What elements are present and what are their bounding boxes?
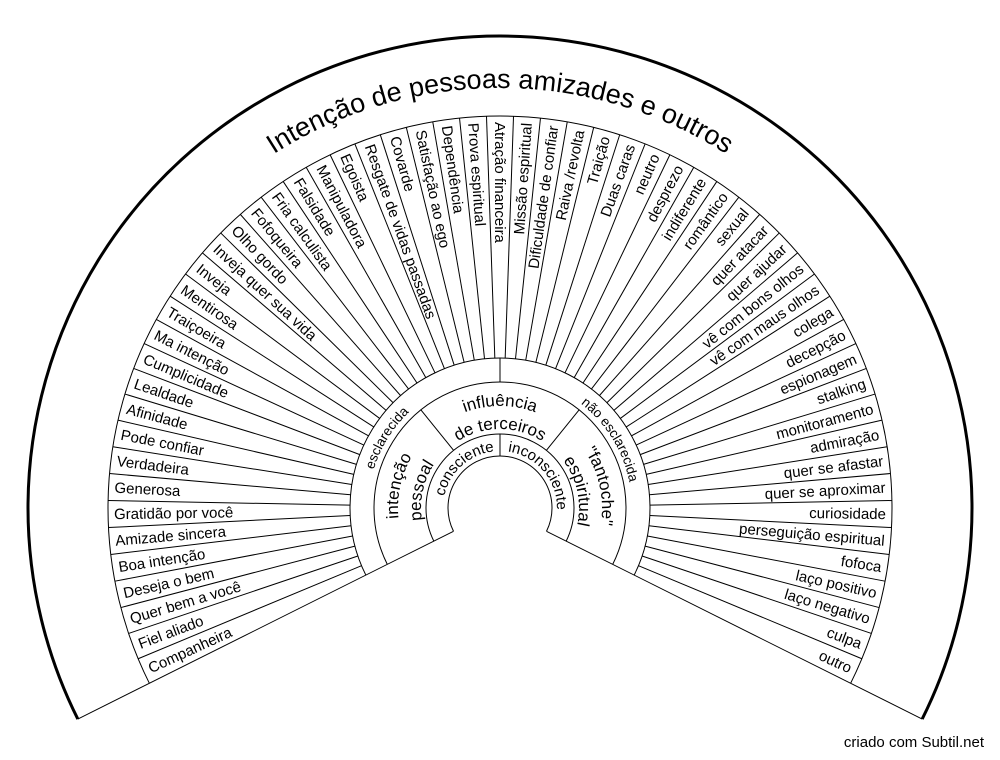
sector-divider [545, 134, 621, 366]
sector-divider [535, 127, 595, 363]
sector-divider [646, 419, 883, 475]
inconsciente-text: inconsciente [507, 439, 570, 510]
sector-divider [582, 181, 718, 384]
sector-divider [405, 127, 465, 363]
sector-divider [260, 196, 410, 390]
sector-label: Gratidão por você [114, 504, 233, 523]
outer-ring-arc [349, 357, 651, 576]
chart-structure [26, 34, 974, 720]
sector-divider [641, 555, 872, 634]
sector-divider [305, 167, 427, 378]
sector-divider [114, 535, 353, 582]
sector-label: Atração financeira [491, 122, 508, 244]
inconsciente-label: inconsciente [507, 439, 570, 510]
sector-divider [648, 446, 888, 486]
watermark: criado com Subtil.net [844, 734, 985, 751]
sector-divider [108, 514, 351, 529]
sector-label: quer se afastar [783, 453, 884, 482]
sector-divider [638, 565, 863, 660]
sector-divider [606, 232, 780, 404]
sector-label: curiosidade [809, 505, 886, 523]
sector-divider [133, 368, 360, 456]
sector-divider [329, 154, 436, 374]
sector-label: culpa [824, 624, 864, 653]
sector-label: fofoca [840, 553, 884, 576]
influencia-terceiros-label-line1: influência [460, 391, 541, 416]
sector-divider [640, 368, 867, 456]
sector-divider [110, 525, 352, 555]
sector-divider [649, 473, 891, 496]
sector-label: quer se aproximar [764, 480, 886, 503]
consciente-text: consciente [432, 438, 495, 497]
sector-divider [649, 514, 892, 529]
sector-divider [573, 167, 695, 378]
sector-divider [169, 295, 375, 428]
center-hole-arc [447, 455, 553, 532]
sector-divider [185, 273, 380, 419]
sector-divider [635, 343, 857, 446]
sector-divider [598, 214, 761, 396]
sector-divider [128, 555, 359, 634]
consciente-label: consciente [432, 438, 495, 497]
sector-divider [485, 116, 496, 359]
right-edge-line [546, 530, 923, 720]
sector-divider [514, 118, 541, 359]
sector-label: Prova espiritual [464, 122, 488, 226]
sector-divider [625, 295, 831, 428]
sector-divider [112, 446, 352, 486]
sector-divider [459, 118, 486, 359]
sector-divider [354, 143, 445, 369]
sector-divider [504, 116, 515, 359]
sector-divider [220, 232, 394, 404]
middle-ring-arc [373, 381, 627, 565]
middle-ring-divider [546, 409, 580, 451]
sector-divider [432, 121, 475, 361]
sector-divider [525, 121, 568, 361]
sector-divider [649, 500, 892, 506]
sector-divider [137, 565, 362, 660]
sector-divider [647, 535, 886, 582]
sector-label: Generosa [114, 480, 181, 501]
sector-divider [620, 273, 815, 419]
sector-divider [590, 196, 740, 390]
sector-divider [143, 343, 365, 446]
sector-divider [117, 419, 354, 475]
label-ring-arc [107, 115, 893, 684]
sector-divider [564, 154, 671, 374]
sector-divider [555, 143, 646, 369]
sector-divider [644, 545, 880, 609]
sector-divider [613, 252, 798, 411]
sector-divider [282, 181, 418, 384]
sector-divider [109, 473, 351, 496]
sector-divider [648, 525, 890, 555]
influencia-text: influência [460, 391, 541, 416]
sector-label: outro [816, 647, 854, 677]
sector-divider [379, 134, 455, 366]
sector-divider [643, 393, 876, 465]
sector-divider [120, 545, 356, 609]
middle-ring-divider [420, 409, 454, 451]
sector-label: Amizade sincera [115, 523, 228, 549]
sector-divider [156, 318, 369, 437]
sector-divider [239, 214, 402, 396]
sector-divider [108, 500, 351, 506]
sector-divider [202, 252, 387, 411]
outer-border-arc [26, 34, 974, 720]
left-edge-line [77, 530, 454, 720]
sector-divider [124, 393, 357, 465]
sector-divider [631, 318, 844, 437]
